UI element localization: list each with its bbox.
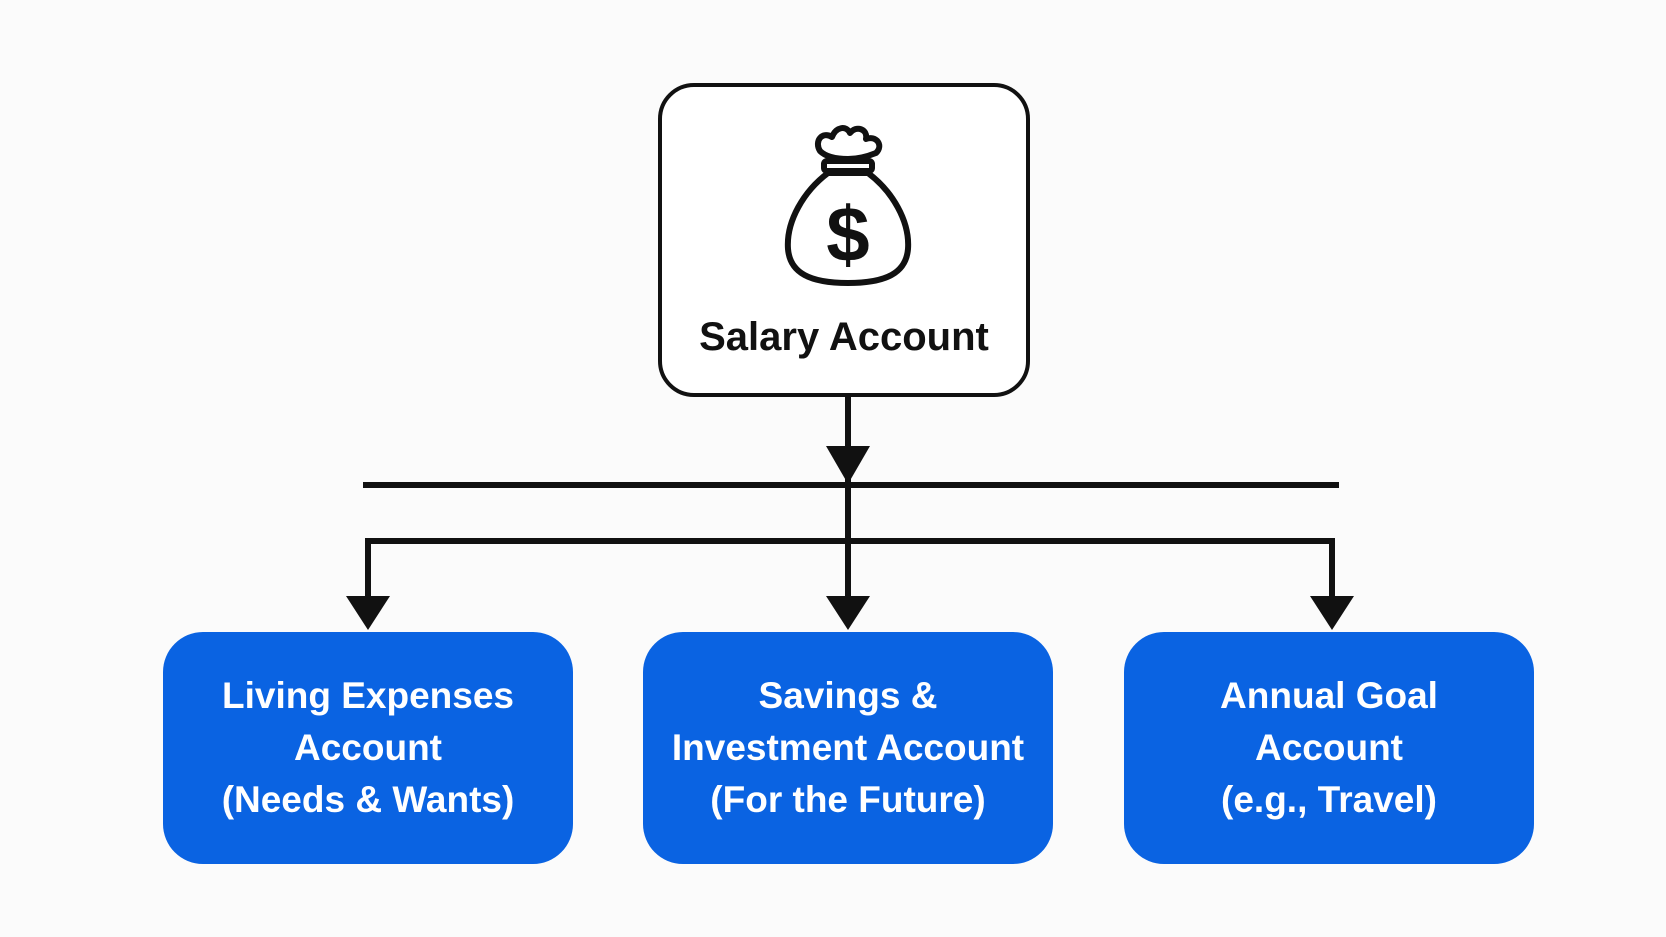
right-arrowhead <box>1310 596 1354 630</box>
node-label-line-3: (Needs & Wants) <box>221 779 515 820</box>
left-arrowhead <box>346 596 390 630</box>
savings-investment-account-node: Savings & Investment Account (For the Fu… <box>643 632 1053 864</box>
node-label-line-3: (e.g., Travel) <box>1221 779 1437 820</box>
center-arrowhead <box>826 596 870 630</box>
living-expenses-account-node: Living Expenses Account (Needs & Wants) <box>163 632 573 864</box>
node-label-line-2: Account <box>1255 727 1403 768</box>
node-label-line-2: Investment Account <box>671 727 1025 768</box>
annual-goal-account-node: Annual Goal Account (e.g., Travel) <box>1124 632 1534 864</box>
node-label-line-1: Savings & <box>758 675 938 716</box>
root-node-label: Salary Account <box>699 315 989 359</box>
node-label-line-2: Account <box>294 727 442 768</box>
money-bag-icon: $ <box>784 125 912 286</box>
node-label-line-1: Living Expenses <box>222 675 514 716</box>
node-label-line-3: (For the Future) <box>710 779 986 820</box>
salary-account-node: $ Salary Account <box>658 83 1030 397</box>
svg-text:$: $ <box>826 190 869 278</box>
node-label-line-1: Annual Goal <box>1220 675 1438 716</box>
root-arrowhead <box>826 446 870 484</box>
